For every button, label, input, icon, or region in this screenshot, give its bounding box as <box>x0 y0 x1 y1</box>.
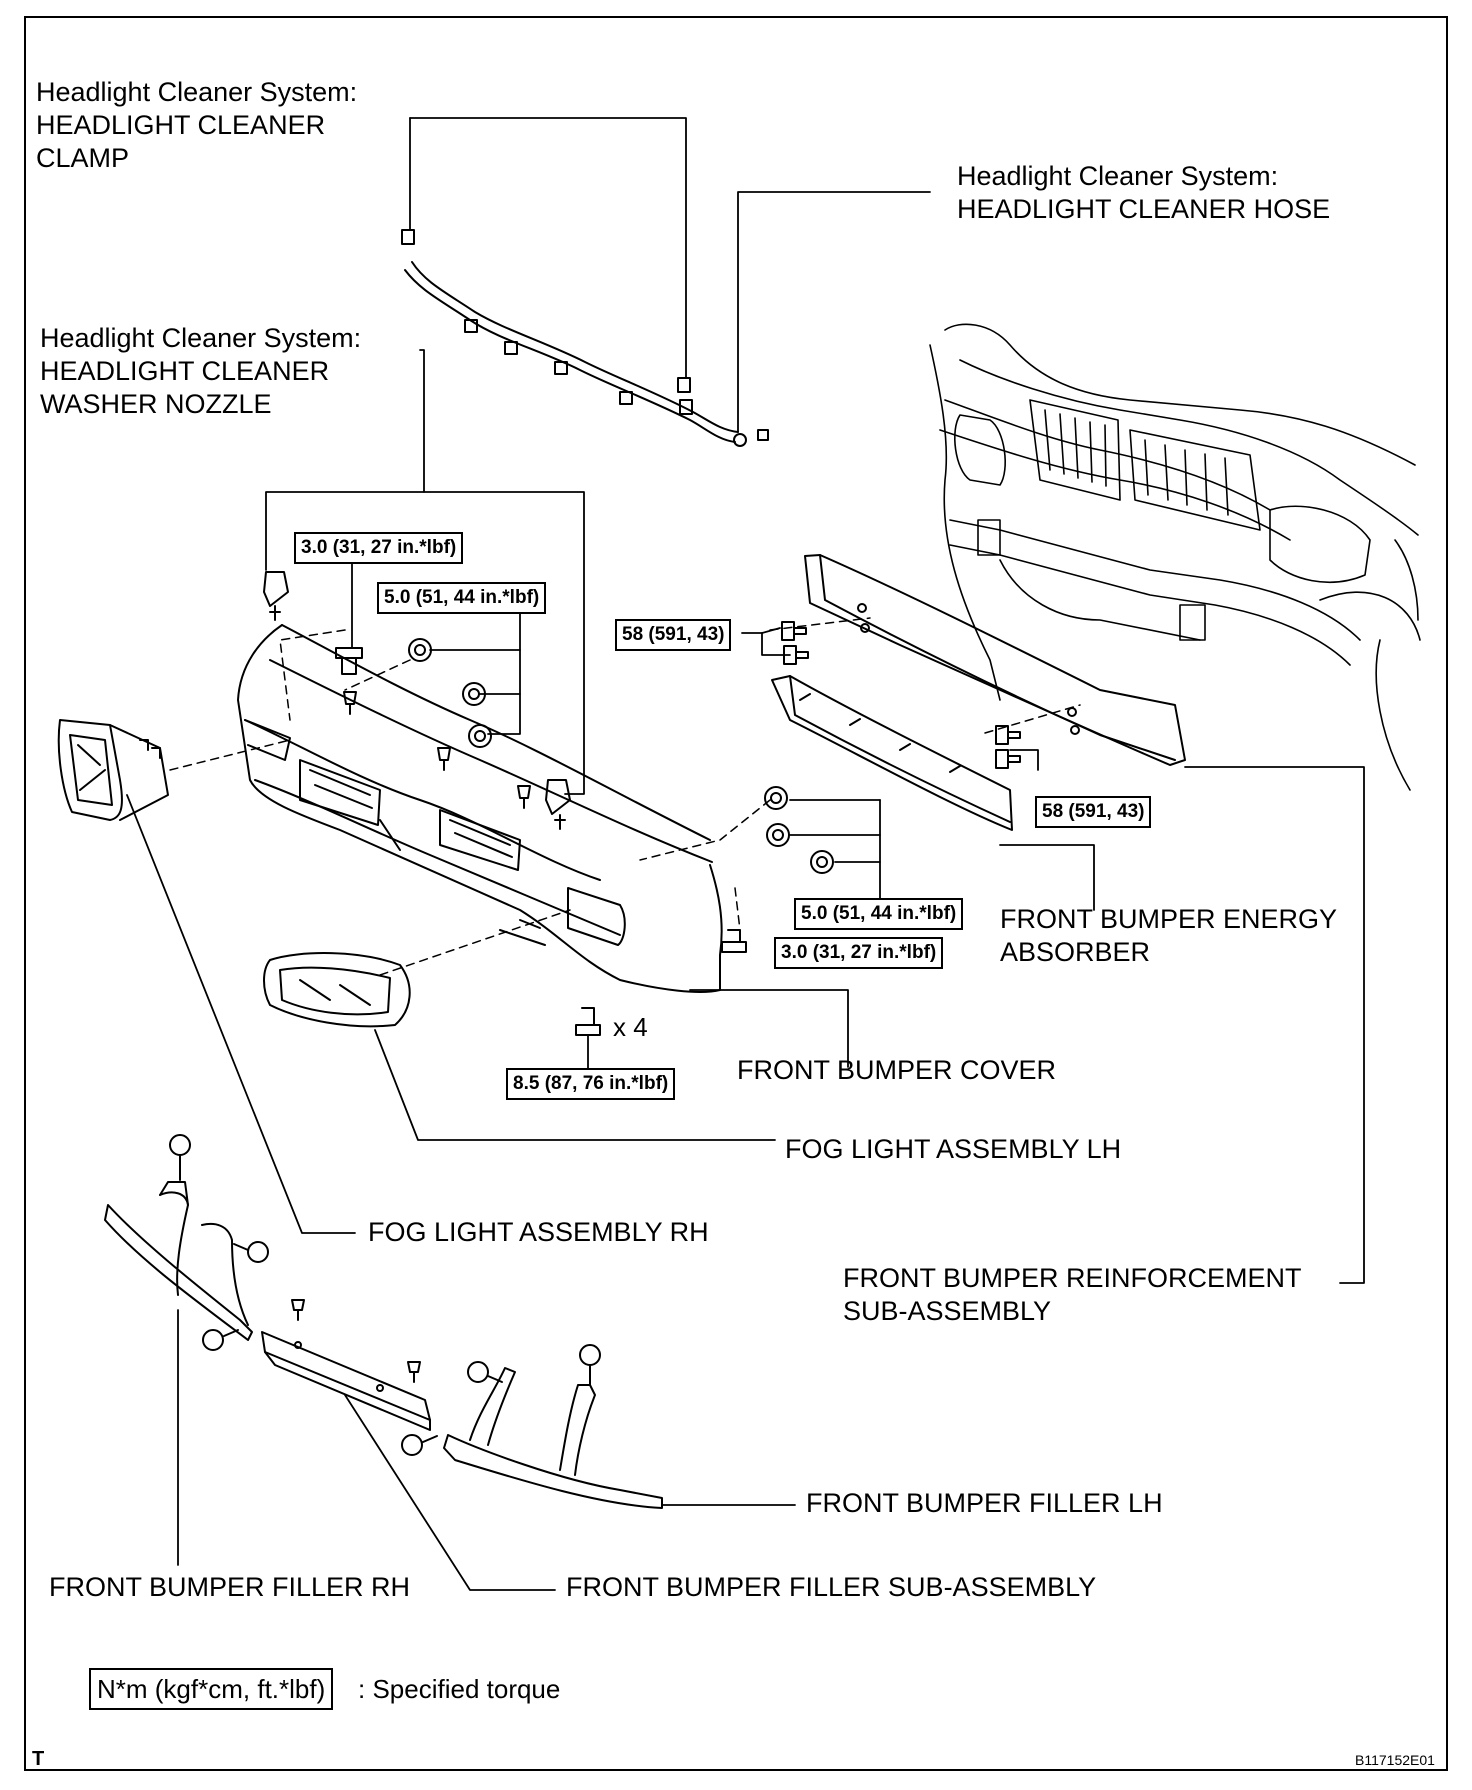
torque-upper-nuts: 5.0 (51, 44 in.*lbf) <box>377 582 547 614</box>
front-bumper-filler-sub-assembly <box>261 1331 431 1431</box>
torque-nozzle-bolt: 3.0 (31, 27 in.*lbf) <box>294 532 464 564</box>
filler-lh-screws <box>467 1344 601 1386</box>
nozzle-label-line-3: WASHER NOZZLE <box>40 389 272 419</box>
torque-right-bolt: 3.0 (31, 27 in.*lbf) <box>774 937 944 969</box>
clamp-label-line-1: Headlight Cleaner System: <box>36 77 358 107</box>
nozzle-label-line-2: HEADLIGHT CLEANER <box>40 356 330 386</box>
label-front-bumper-filler-lh: FRONT BUMPER FILLER LH <box>806 1488 1163 1518</box>
front-bumper-filler-rh <box>104 1181 253 1341</box>
label-front-bumper-filler-rh: FRONT BUMPER FILLER RH <box>49 1572 411 1602</box>
label-front-bumper-reinforcement: FRONT BUMPER REINFORCEMENT SUB-ASSEMBLY <box>843 1262 1302 1328</box>
reinforcement-line-1: FRONT BUMPER REINFORCEMENT <box>843 1263 1302 1293</box>
label-headlight-cleaner-clamp: Headlight Cleaner System: HEADLIGHT CLEA… <box>36 76 357 175</box>
right-bolt <box>721 929 747 953</box>
energy-absorber-line-2: ABSORBER <box>1000 937 1151 967</box>
label-fog-light-lh: FOG LIGHT ASSEMBLY LH <box>785 1134 1122 1164</box>
alignment-lines <box>169 617 1081 976</box>
label-headlight-cleaner-hose: Headlight Cleaner System: HEADLIGHT CLEA… <box>957 160 1330 226</box>
hose-label-line-2: HEADLIGHT CLEANER HOSE <box>957 194 1331 224</box>
energy-absorber-line-1: FRONT BUMPER ENERGY <box>1000 904 1338 934</box>
legend-text: : Specified torque <box>358 1674 561 1704</box>
washer-nozzle-left <box>263 571 289 621</box>
label-front-bumper-cover: FRONT BUMPER COVER <box>737 1055 1057 1085</box>
clamp-label-line-3: CLAMP <box>36 143 130 173</box>
label-front-bumper-filler-sub-assembly: FRONT BUMPER FILLER SUB-ASSEMBLY <box>566 1572 1097 1602</box>
reinforcement-bolts <box>781 621 1021 769</box>
torque-right-nuts: 5.0 (51, 44 in.*lbf) <box>794 898 964 930</box>
label-fog-light-rh: FOG LIGHT ASSEMBLY RH <box>368 1217 709 1247</box>
torque-lower-bolt: 8.5 (87, 76 in.*lbf) <box>506 1068 676 1100</box>
right-nuts <box>764 786 834 874</box>
filler-sub-screws <box>401 1361 438 1456</box>
figure-id: B117152E01 <box>1355 1752 1435 1768</box>
bumper-clips <box>343 691 531 809</box>
headlight-cleaner-hose <box>401 229 769 447</box>
torque-reinforcement-upper: 58 (591, 43) <box>615 619 732 651</box>
front-bumper-reinforcement <box>804 554 1186 766</box>
hose-label-line-1: Headlight Cleaner System: <box>957 161 1279 191</box>
leader-lines <box>126 117 1365 1591</box>
fog-light-lh <box>263 952 411 1028</box>
fog-light-rh <box>57 719 169 821</box>
front-bumper-energy-absorber <box>771 675 1013 831</box>
label-front-bumper-energy-absorber: FRONT BUMPER ENERGY ABSORBER <box>1000 903 1337 969</box>
label-headlight-cleaner-washer-nozzle: Headlight Cleaner System: HEADLIGHT CLEA… <box>40 322 361 421</box>
vehicle-front-outline <box>929 323 1421 791</box>
clamp-label-line-2: HEADLIGHT CLEANER <box>36 110 326 140</box>
washer-nozzle-right <box>545 779 571 830</box>
upper-nuts <box>408 638 492 748</box>
lower-bolt <box>575 1007 601 1036</box>
corner-letter: T <box>32 1748 45 1770</box>
diagram-frame <box>24 16 1448 1771</box>
filler-rh-screws <box>169 1134 305 1351</box>
reinforcement-line-2: SUB-ASSEMBLY <box>843 1296 1052 1326</box>
legend-torque-unit-box: N*m (kgf*cm, ft.*lbf) <box>89 1668 334 1710</box>
nozzle-bolt <box>335 647 363 675</box>
front-bumper-cover <box>237 624 723 993</box>
quantity-label: x 4 <box>613 1012 648 1042</box>
nozzle-label-line-1: Headlight Cleaner System: <box>40 323 362 353</box>
clamp-icon <box>401 229 415 245</box>
front-bumper-filler-lh <box>443 1367 663 1509</box>
torque-reinforcement-lower: 58 (591, 43) <box>1035 796 1152 828</box>
